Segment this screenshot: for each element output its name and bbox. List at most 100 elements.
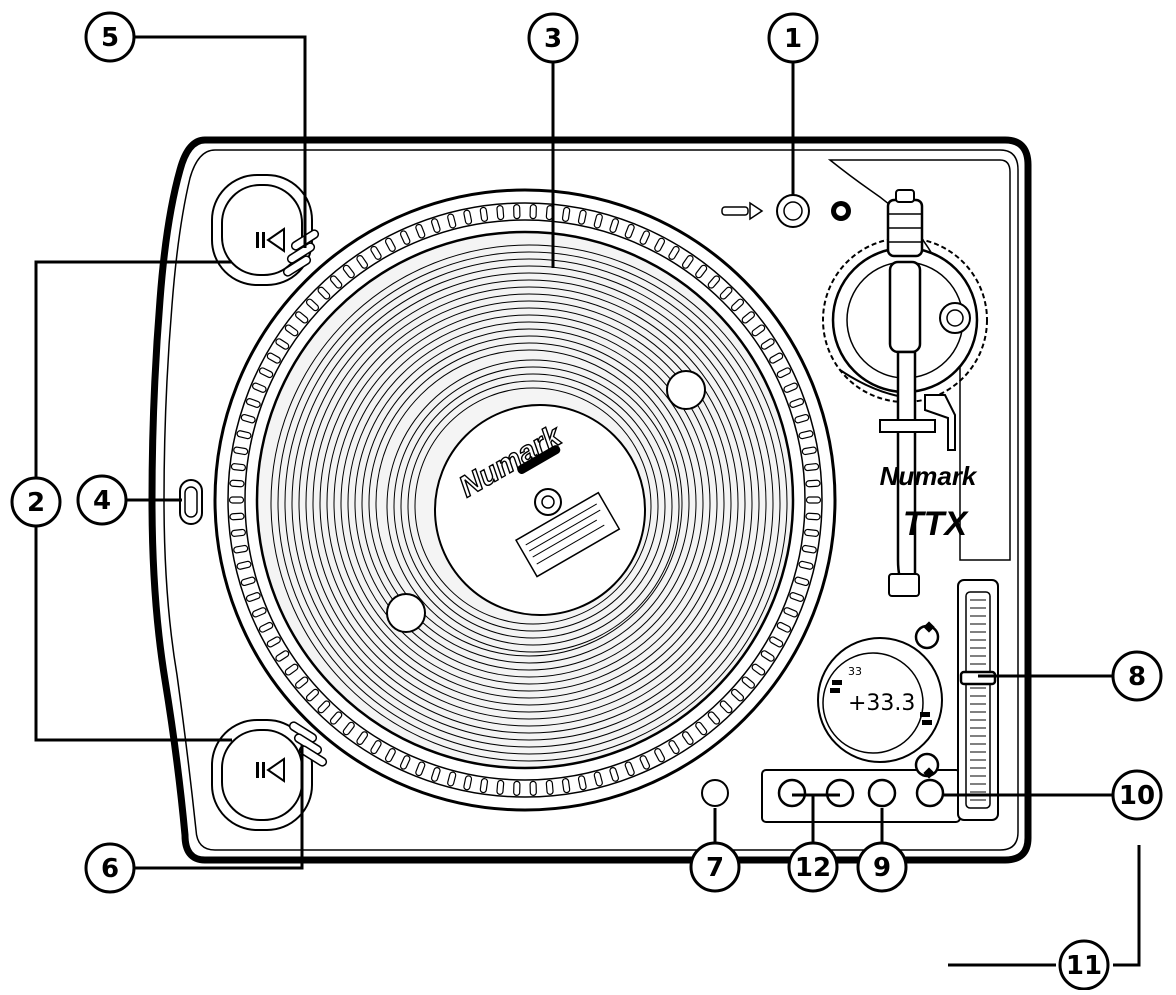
strobe-dot	[609, 766, 620, 782]
body-inner-outline	[163, 149, 1019, 851]
pitch-slider-group	[957, 579, 999, 821]
callout-11: 11	[1058, 939, 1110, 991]
strobe-dot	[305, 298, 320, 312]
record-groove	[277, 251, 781, 755]
strobe-dot	[252, 382, 267, 393]
svg-text:11: 11	[1066, 951, 1102, 981]
strobe-dot	[295, 676, 309, 689]
callout-5: 5	[84, 11, 136, 63]
pitch-range-button[interactable]	[915, 778, 945, 808]
strobe-dot	[513, 780, 521, 796]
strobe-dot	[295, 311, 309, 324]
callout-10: 10	[1111, 769, 1163, 821]
bottom-pause-icon-bar-2	[262, 762, 265, 778]
top-play-button[interactable]	[221, 184, 303, 276]
strobe-dot	[240, 576, 256, 587]
tonearm-rest	[879, 419, 936, 433]
strobe-dot	[479, 778, 489, 794]
leader-5	[134, 35, 307, 248]
record-groove	[333, 307, 725, 699]
strobe-dot	[529, 780, 537, 796]
svg-text:3: 3	[544, 24, 562, 54]
svg-text:8: 8	[1128, 662, 1146, 692]
record-groove	[407, 380, 659, 632]
callout-4: 4	[76, 474, 128, 526]
strobe-dot	[741, 311, 755, 324]
record-groove	[291, 265, 767, 741]
strobe-dot	[624, 761, 635, 777]
strobe-dot	[654, 237, 666, 252]
strobe-dot	[681, 254, 694, 269]
pitch-slider-fader[interactable]	[959, 670, 997, 686]
strobe-dot	[730, 688, 745, 702]
strobe-dot	[719, 286, 733, 300]
strobe-dot	[496, 205, 505, 221]
strobe-dot	[639, 230, 651, 245]
tonearm-headshell	[888, 573, 920, 597]
top-play-triangle-icon	[266, 227, 285, 253]
target-light-button-inner	[783, 201, 803, 221]
strobe-dot	[741, 676, 755, 689]
strobe-dot	[252, 607, 267, 618]
strobe-dot	[317, 286, 331, 300]
strobe-dot	[447, 213, 457, 229]
strobe-dot	[805, 512, 821, 521]
strobe-dot	[463, 209, 473, 225]
record-groove	[393, 366, 673, 646]
strobe-dot	[639, 755, 651, 770]
leader-11	[948, 845, 1141, 967]
svg-text:2: 2	[27, 488, 45, 518]
strobe-dot	[384, 748, 396, 763]
strobe-dot	[245, 592, 261, 602]
strobe-dot	[789, 592, 805, 602]
bottom-start-stop-switch[interactable]	[288, 721, 328, 768]
strobe-dot	[317, 700, 331, 714]
deck-brand-logo: Numark	[880, 461, 978, 491]
strobe-dot	[329, 275, 343, 289]
display-rpm-readout: 33	[848, 665, 862, 678]
tonearm-cueing-wire	[839, 369, 899, 397]
strobe-dot	[668, 245, 680, 260]
platter-strobe-ring-outer	[227, 202, 823, 798]
pitch-reset-hole[interactable]	[701, 779, 729, 807]
tonearm-lift-lever[interactable]	[924, 394, 956, 451]
callout-6: 6	[84, 842, 136, 894]
strobe-dot	[776, 621, 792, 633]
strobe-dot	[236, 560, 252, 570]
key-lock-button[interactable]	[867, 778, 897, 808]
record-groove	[326, 300, 732, 706]
label-ribbon	[517, 445, 561, 474]
bottom-pause-icon-bar-1	[256, 762, 259, 778]
strobe-dot	[751, 663, 766, 676]
strobe-dot	[801, 446, 817, 456]
top-pause-icon-bar-1	[256, 232, 259, 248]
strobe-dot	[593, 771, 603, 787]
strobe-dot	[258, 367, 274, 379]
strobe-dot	[284, 324, 299, 337]
strobe-dot	[342, 264, 355, 279]
strobe-dot	[399, 230, 411, 245]
svg-text:12: 12	[795, 853, 831, 883]
display-pitch-readout: +33.3	[848, 691, 915, 716]
strobe-dot	[609, 218, 620, 234]
spindle	[541, 495, 555, 509]
strobe-dot	[230, 528, 246, 537]
speed-45-button[interactable]	[825, 778, 855, 808]
strobe-dot	[329, 711, 343, 725]
platter-brake-knob[interactable]	[179, 479, 203, 525]
strobe-dot	[229, 512, 245, 521]
strobe-dot	[356, 254, 369, 269]
strobe-dot	[561, 206, 571, 222]
strobe-dot	[496, 779, 505, 795]
top-start-stop-switch[interactable]	[282, 229, 320, 278]
speed-33-button[interactable]	[777, 778, 807, 808]
strobe-dot	[479, 206, 489, 222]
strobe-dot	[789, 398, 805, 408]
strobe-dot	[707, 275, 721, 289]
callout-7: 7	[689, 841, 741, 893]
callout-3: 3	[527, 12, 579, 64]
strobe-dot	[266, 636, 281, 648]
record-groove	[347, 321, 711, 685]
